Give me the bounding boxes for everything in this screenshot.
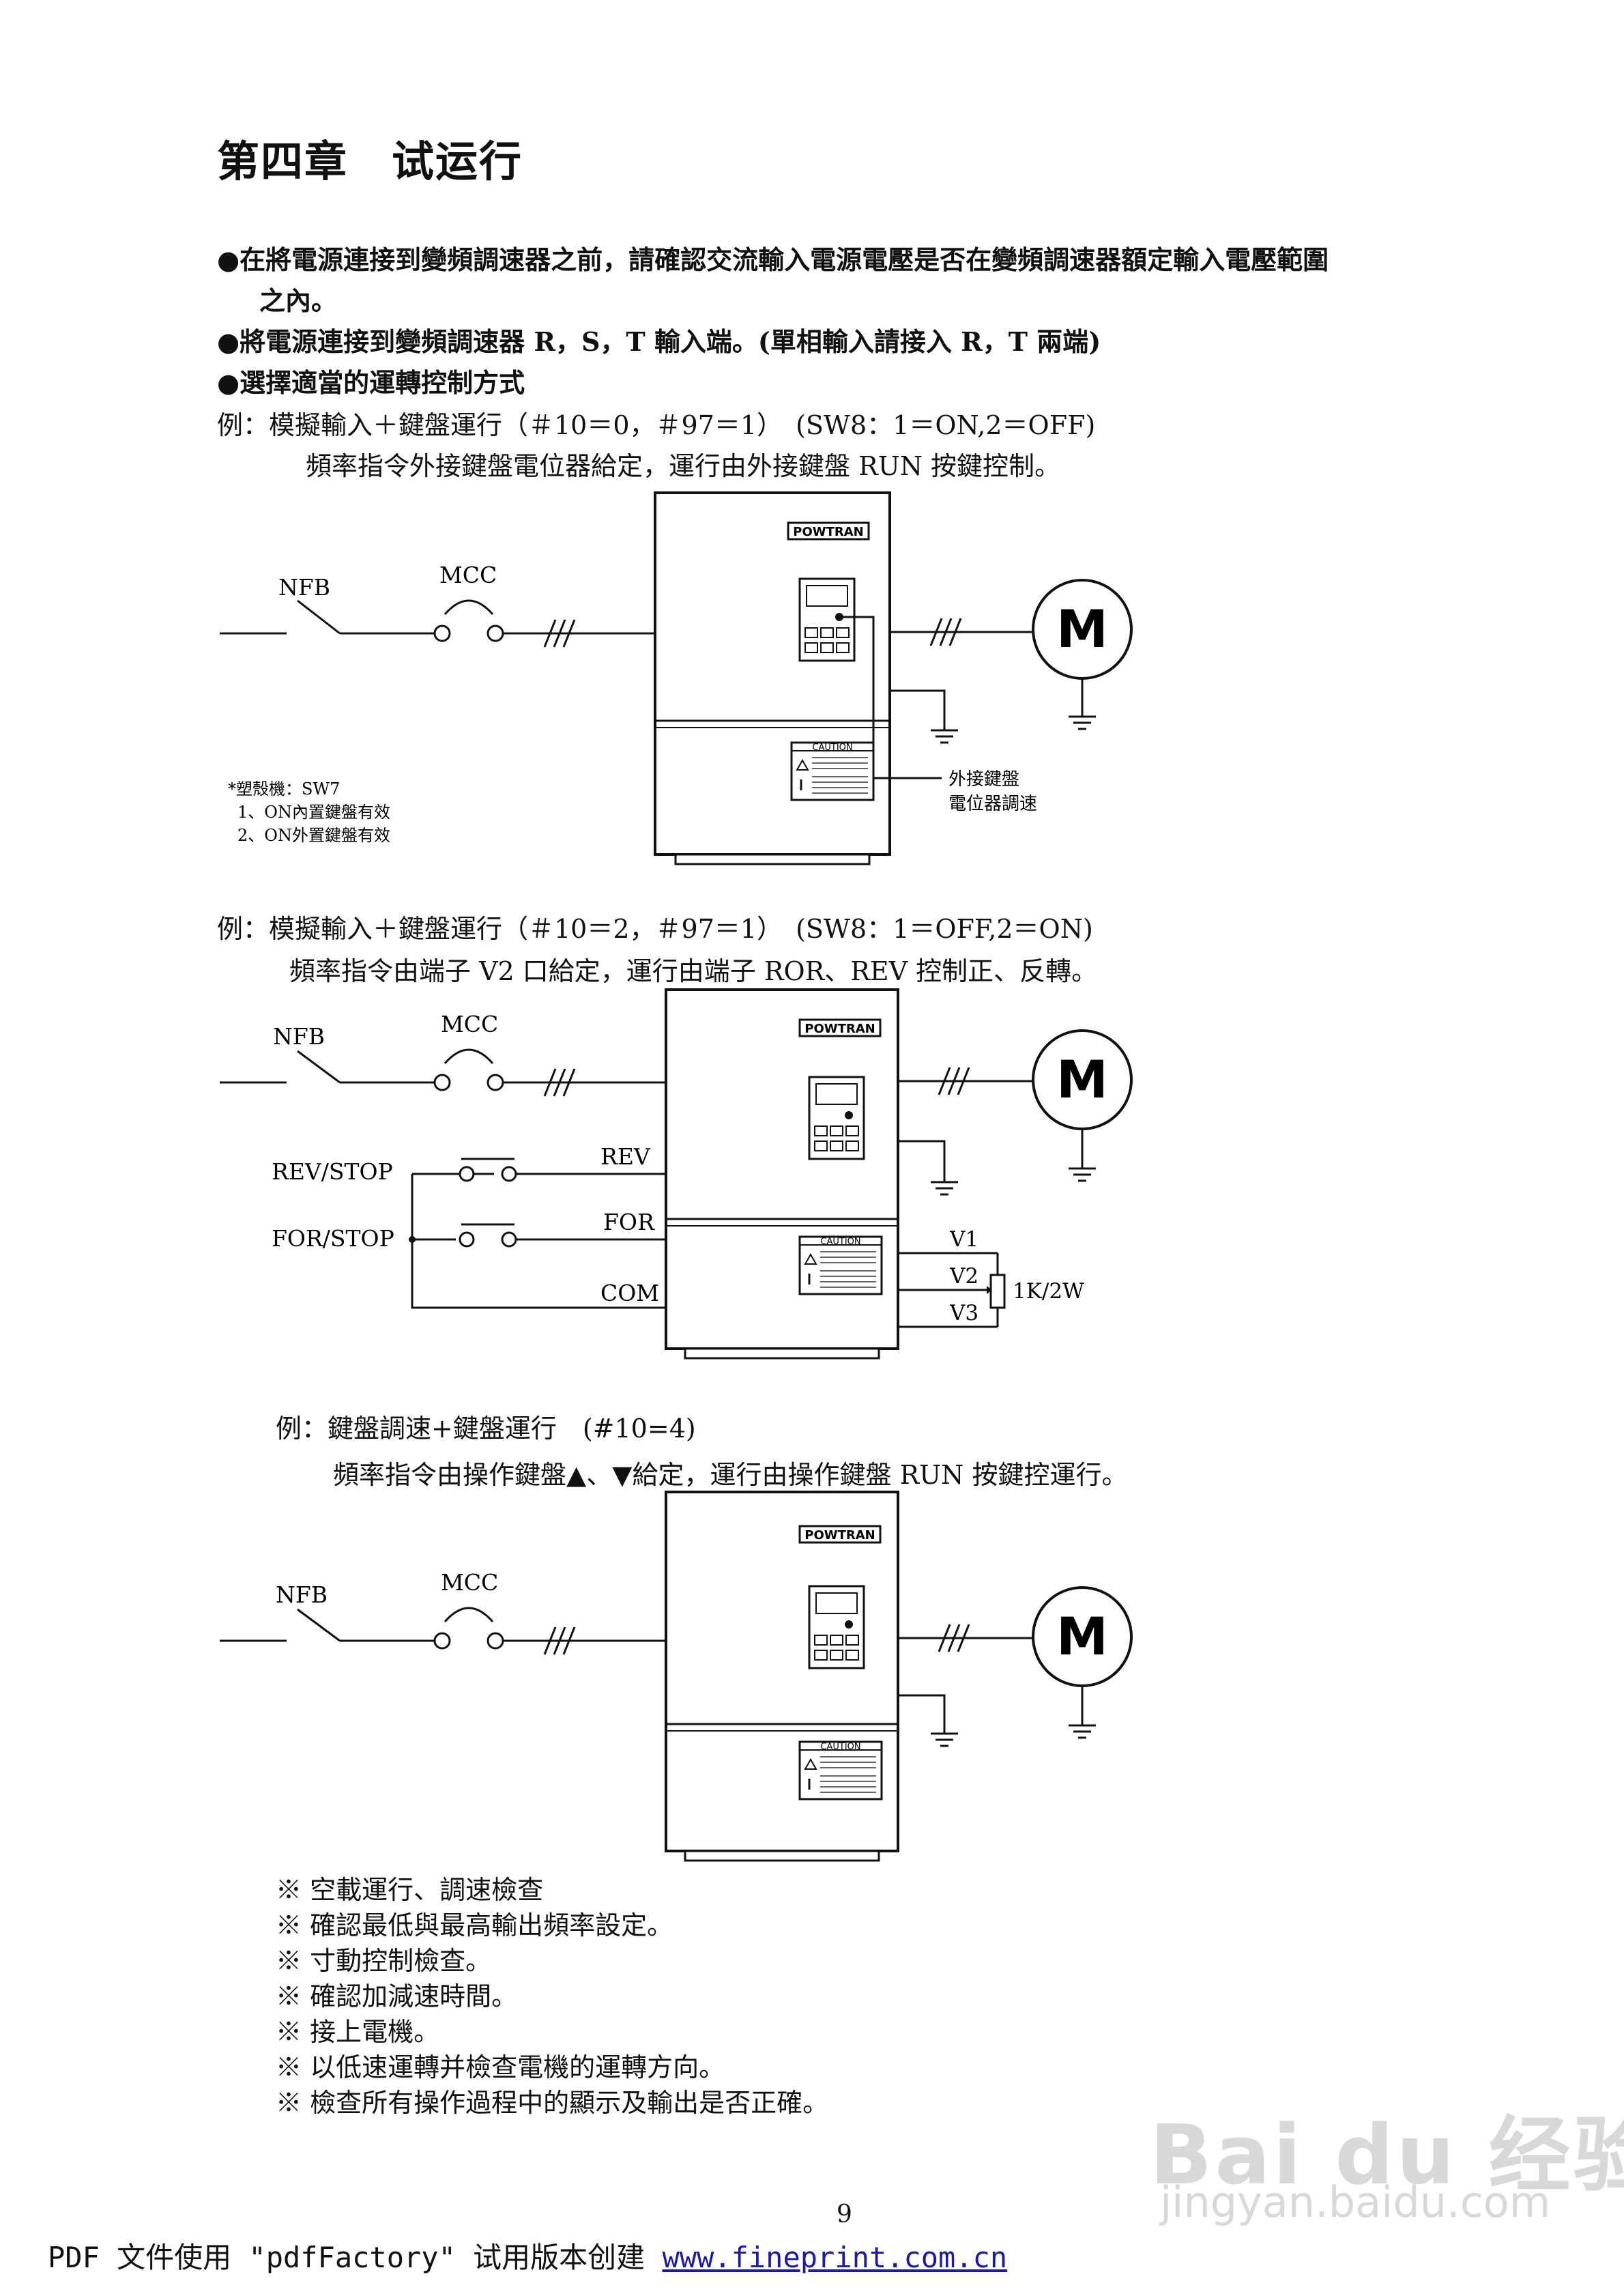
note-3: 2、ON外置鍵盤有效 bbox=[237, 826, 390, 845]
keypad-icon bbox=[808, 1076, 865, 1160]
checklist-item: ※ 以低速運轉并檢查電機的運轉方向。 bbox=[276, 2052, 725, 2082]
pdf-footer: PDF 文件使用 "pdfFactory" 试用版本创建 www.finepri… bbox=[48, 2235, 1007, 2276]
example-3-heading: 例：鍵盤調速+鍵盤運行 (#10=4) bbox=[276, 1414, 696, 1444]
resistor-label: 1K/2W bbox=[1013, 1279, 1084, 1304]
checklist-item: ※ 空載運行、調速檢查 bbox=[276, 1875, 544, 1905]
keypad-icon bbox=[798, 577, 856, 662]
nfb-switch bbox=[297, 599, 340, 635]
keypad-icon bbox=[808, 1585, 865, 1669]
nfb-label: NFB bbox=[278, 574, 330, 601]
diagram-1: POWTRAN CAUTION NFB MCC M 外接鍵盤 電位器調速 *塑殼… bbox=[220, 491, 1133, 865]
pot-label-2: 電位器調速 bbox=[948, 794, 1037, 814]
com-terminal: COM bbox=[600, 1280, 659, 1306]
checklist-item: ※ 寸動控制檢查。 bbox=[276, 1946, 492, 1976]
for-stop-label: FOR/STOP bbox=[272, 1225, 394, 1252]
checklist-item: ※ 確認最低與最高輸出頻率設定。 bbox=[276, 1910, 673, 1940]
checklist-item: ※ 接上電機。 bbox=[276, 2017, 440, 2047]
motor-label: M bbox=[1056, 1606, 1108, 1667]
example-1-heading: 例：模擬輸入＋鍵盤運行（＃10＝0，＃97＝1） (SW8：1＝ON,2＝OFF… bbox=[217, 410, 1096, 440]
example-2-heading: 例：模擬輸入＋鍵盤運行（＃10＝2，＃97＝1） (SW8：1＝OFF,2＝ON… bbox=[217, 914, 1093, 944]
note-1: *塑殼機：SW7 bbox=[228, 779, 340, 799]
brand-logo: POWTRAN bbox=[804, 1528, 875, 1542]
page-title: 第四章 试运行 bbox=[217, 137, 523, 186]
caution-text: CAUTION bbox=[820, 1237, 860, 1247]
brand-plate bbox=[798, 1525, 882, 1544]
page-number: 9 bbox=[837, 2200, 852, 2228]
bullet-1-cont: 之內。 bbox=[259, 285, 338, 316]
rev-stop-label: REV/STOP bbox=[272, 1158, 393, 1185]
mcc-contact bbox=[444, 599, 494, 615]
nfb-switch bbox=[297, 1050, 340, 1084]
brand-plate bbox=[798, 1018, 882, 1037]
baidu-watermark-url: jingyan.baidu.com bbox=[1160, 2177, 1551, 2227]
example-3-desc: 頻率指令由操作鍵盤▲、▼給定，運行由操作鍵盤 RUN 按鍵控運行。 bbox=[333, 1460, 1128, 1490]
brand-plate bbox=[787, 521, 870, 541]
checklist-item: ※ 確認加減速時間。 bbox=[276, 1981, 518, 2011]
brand-logo: POWTRAN bbox=[804, 1022, 875, 1036]
nfb-label: NFB bbox=[276, 1581, 328, 1608]
v2-label: V2 bbox=[949, 1264, 978, 1289]
baidu-watermark-logo: Bai du 经验 bbox=[1150, 2108, 1624, 2203]
caution-text: CAUTION bbox=[812, 743, 852, 753]
v3-label: V3 bbox=[949, 1301, 978, 1325]
for-terminal: FOR bbox=[603, 1209, 655, 1235]
bullet-2: ●將電源連接到變頻調速器 R，S，T 輸入端。(單相輸入請接入 R，T 兩端) bbox=[217, 326, 1101, 357]
bullet-3: ●選擇適當的運轉控制方式 bbox=[217, 367, 525, 398]
mcc-label: MCC bbox=[441, 1569, 498, 1596]
bullet-1: ●在將電源連接到變頻調速器之前，請確認交流輸入電源電壓是否在變頻調速器額定輸入電… bbox=[217, 244, 1329, 275]
checklist-item: ※ 檢查所有操作過程中的顯示及輸出是否正確。 bbox=[276, 2088, 829, 2118]
nfb-switch bbox=[297, 1608, 340, 1642]
diagram-2: POWTRAN CAUTION NFB MCC M bbox=[220, 988, 1133, 1360]
mcc-contact bbox=[444, 1048, 494, 1064]
resistor bbox=[989, 1274, 1006, 1309]
footer-text: PDF 文件使用 "pdfFactory" 试用版本创建 bbox=[48, 2241, 663, 2274]
footer-link[interactable]: www.fineprint.com.cn bbox=[662, 2241, 1008, 2274]
motor-label: M bbox=[1056, 1049, 1108, 1110]
mcc-contact bbox=[444, 1607, 494, 1622]
pot-label-1: 外接鍵盤 bbox=[948, 769, 1019, 790]
mcc-label: MCC bbox=[439, 562, 497, 588]
v1-label: V1 bbox=[949, 1227, 978, 1252]
diagram-3: POWTRAN CAUTION NFB MCC M bbox=[220, 1491, 1133, 1862]
example-2-desc: 頻率指令由端子 V2 口給定，運行由端子 ROR、REV 控制正、反轉。 bbox=[289, 956, 1098, 986]
example-1-desc: 頻率指令外接鍵盤電位器給定，運行由外接鍵盤 RUN 按鍵控制。 bbox=[306, 451, 1061, 481]
brand-logo: POWTRAN bbox=[793, 525, 863, 539]
motor-label: M bbox=[1056, 599, 1108, 659]
note-2: 1、ON內置鍵盤有效 bbox=[237, 803, 390, 822]
caution-text: CAUTION bbox=[820, 1742, 860, 1752]
rev-terminal: REV bbox=[600, 1143, 651, 1170]
mcc-label: MCC bbox=[441, 1011, 498, 1037]
nfb-label: NFB bbox=[273, 1023, 325, 1050]
